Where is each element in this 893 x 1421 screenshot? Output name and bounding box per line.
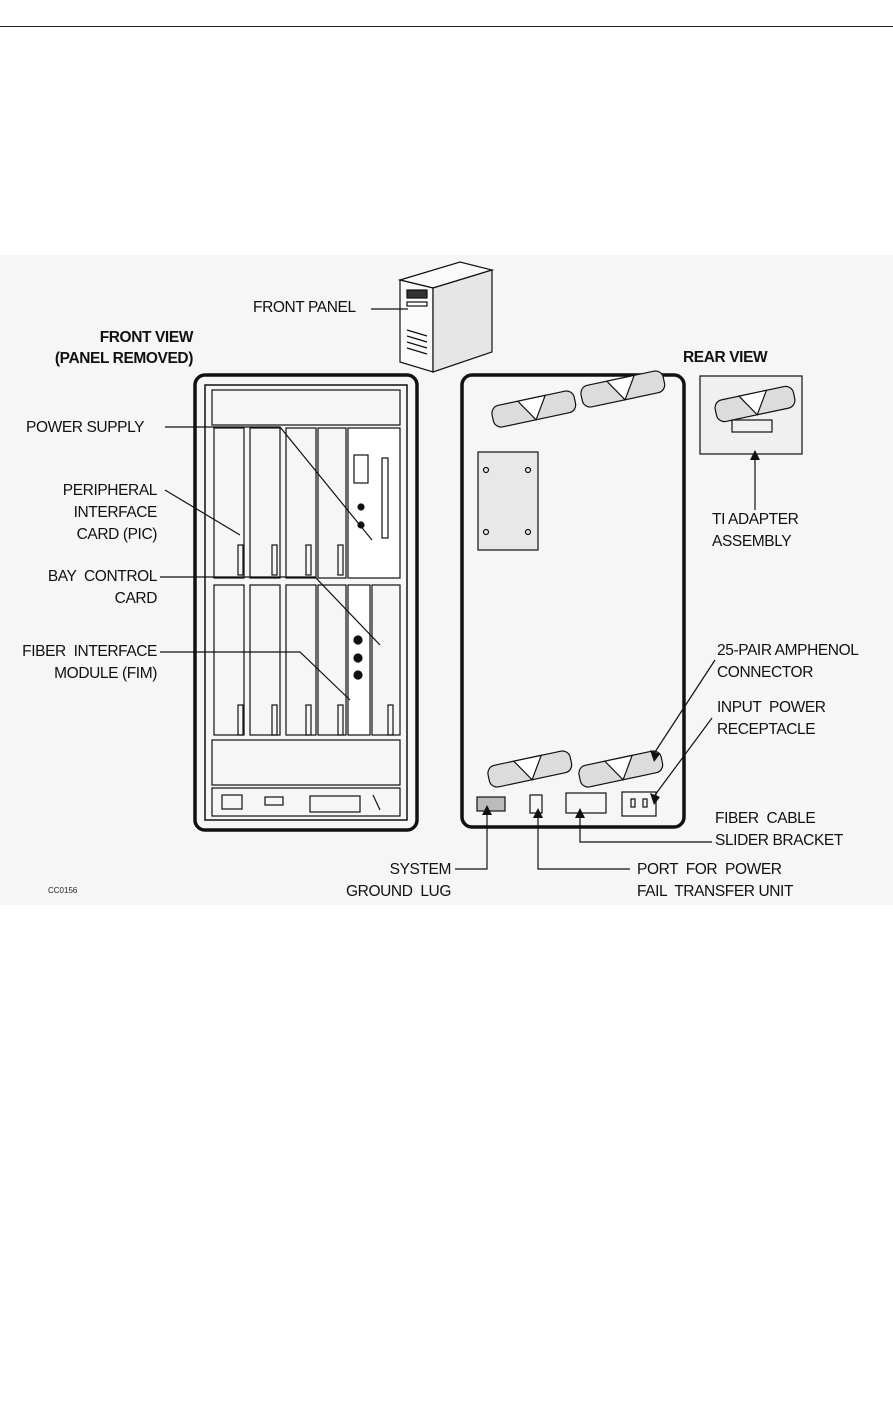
label-rear-view: REAR VIEW [683,349,768,366]
label-bay-control-line1: BAY CONTROL [47,568,158,585]
amphenol-connector-bottom-left [487,750,573,788]
label-fim-line2: MODULE (FIM) [54,665,157,682]
header-rule [0,26,893,27]
label-port-power-line2: FAIL TRANSFER UNIT [637,883,794,900]
label-fiber-cable-line2: SLIDER BRACKET [715,832,843,849]
arrowheads [482,450,760,818]
label-fiber-cable-line1: FIBER CABLE [715,810,816,827]
rear-view-cabinet [460,370,686,829]
label-pic-line1: PERIPHERAL [62,482,158,499]
label-bay-control-line2: CARD [114,590,158,607]
label-input-power-line2: RECEPTACLE [717,721,816,738]
label-port-power-line1: PORT FOR POWER [637,861,782,878]
front-view-cabinet [193,373,419,832]
ti-adapter-assembly [699,375,803,455]
label-amphenol-line1: 25-PAIR AMPHENOL [717,642,859,659]
amphenol-connector-top-left [491,390,577,428]
pc-tower-illustration [397,261,495,373]
label-system-ground-line1: SYSTEM [389,861,452,878]
amphenol-connector-bottom-right [578,750,664,788]
label-ti-adapter-line1: TI ADAPTER [712,511,799,528]
label-input-power-line1: INPUT POWER [717,699,826,716]
label-fim-line1: FIBER INTERFACE [22,643,157,660]
label-pic-line2: INTERFACE [73,504,158,521]
label-system-ground-line2: GROUND LUG [346,883,451,900]
label-ti-adapter-line2: ASSEMBLY [712,533,792,550]
figure-code: CC0156 [48,886,78,895]
label-power-supply: POWER SUPPLY [26,419,145,436]
label-amphenol-line2: CONNECTOR [717,664,814,681]
label-panel-removed: (PANEL REMOVED) [54,350,194,367]
label-front-panel: FRONT PANEL [253,299,356,316]
label-pic-line3: CARD (PIC) [76,526,158,543]
label-front-view: FRONT VIEW [99,329,194,346]
leader-lines [160,308,756,870]
amphenol-connector-top-right [580,370,666,408]
